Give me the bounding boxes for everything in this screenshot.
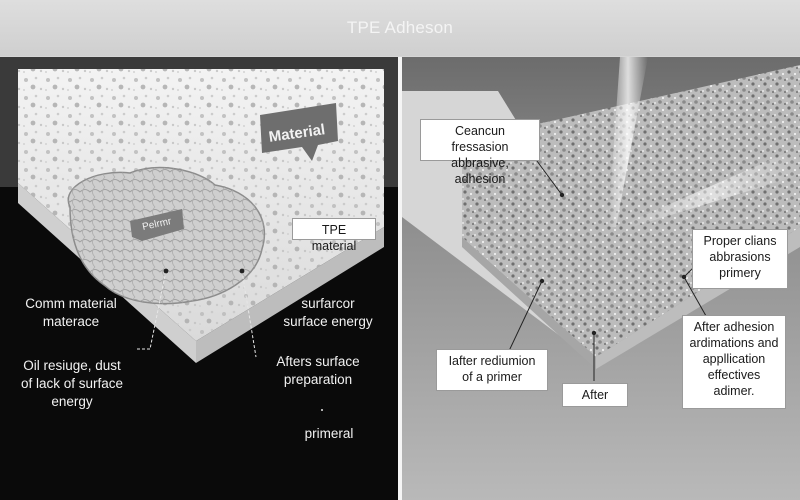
label-comm-material: Comm material materace [25, 296, 117, 329]
leader-oil [149, 270, 167, 350]
box-after: After [562, 383, 628, 407]
label-oil-residue: Oil resiuge, dust of lack of surface ene… [20, 358, 124, 409]
left-panel: Material Pelrmr TPE material Comm materi… [0, 57, 398, 500]
right-panel: Ceancun fressasion abbrasive, adhesion P… [402, 57, 800, 500]
tpe-material-box: TPE material [292, 218, 376, 253]
panel-divider [398, 57, 402, 500]
leader-ceanc [533, 156, 563, 196]
slab-rough-top [462, 65, 800, 357]
ribbon-large-shape [260, 103, 338, 161]
box-after-adhesion: After adhesion ardimations and appllicat… [682, 315, 786, 409]
box-iafter: Iafter rediumion of a primer [436, 349, 548, 391]
slab-front [462, 237, 596, 369]
box-ceanc: Ceancun fressasion abbrasive, adhesion [420, 119, 540, 186]
light-beam-2 [622, 147, 800, 227]
leader-primeral-dot [321, 409, 323, 411]
ribbon-small-shape [130, 209, 184, 241]
label-afters-surface: Afters surface preparation [276, 354, 360, 387]
label-surfacor: surfarcor surface energy [283, 296, 373, 329]
label-primeral: primeral [304, 426, 354, 441]
page-title: TPE Adheson [346, 18, 454, 37]
title-bar: TPE Adheson [0, 0, 800, 56]
left-diagram [0, 57, 398, 500]
slab-side-right [196, 227, 384, 363]
light-beam-1 [608, 57, 648, 227]
leader-afters [241, 270, 257, 358]
box-proper: Proper clians abbrasions primery [692, 229, 788, 289]
leader-iafter [507, 280, 543, 354]
